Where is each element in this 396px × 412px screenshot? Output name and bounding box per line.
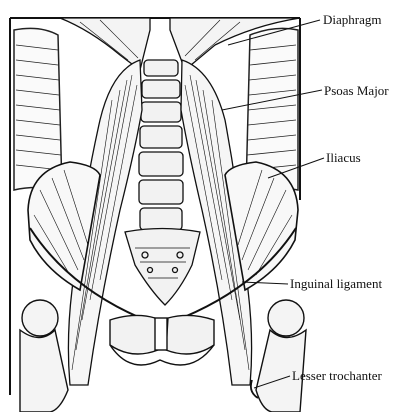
label-lesser-trochanter: Lesser trochanter	[292, 368, 383, 383]
label-inguinal-ligament: Inguinal ligament	[290, 276, 382, 291]
vertebral-column	[139, 60, 183, 230]
label-diaphragm: Diaphragm	[323, 12, 381, 27]
label-iliacus: Iliacus	[326, 150, 361, 165]
label-psoas-major: Psoas Major	[324, 83, 389, 98]
lateral-wall-left	[14, 28, 62, 190]
